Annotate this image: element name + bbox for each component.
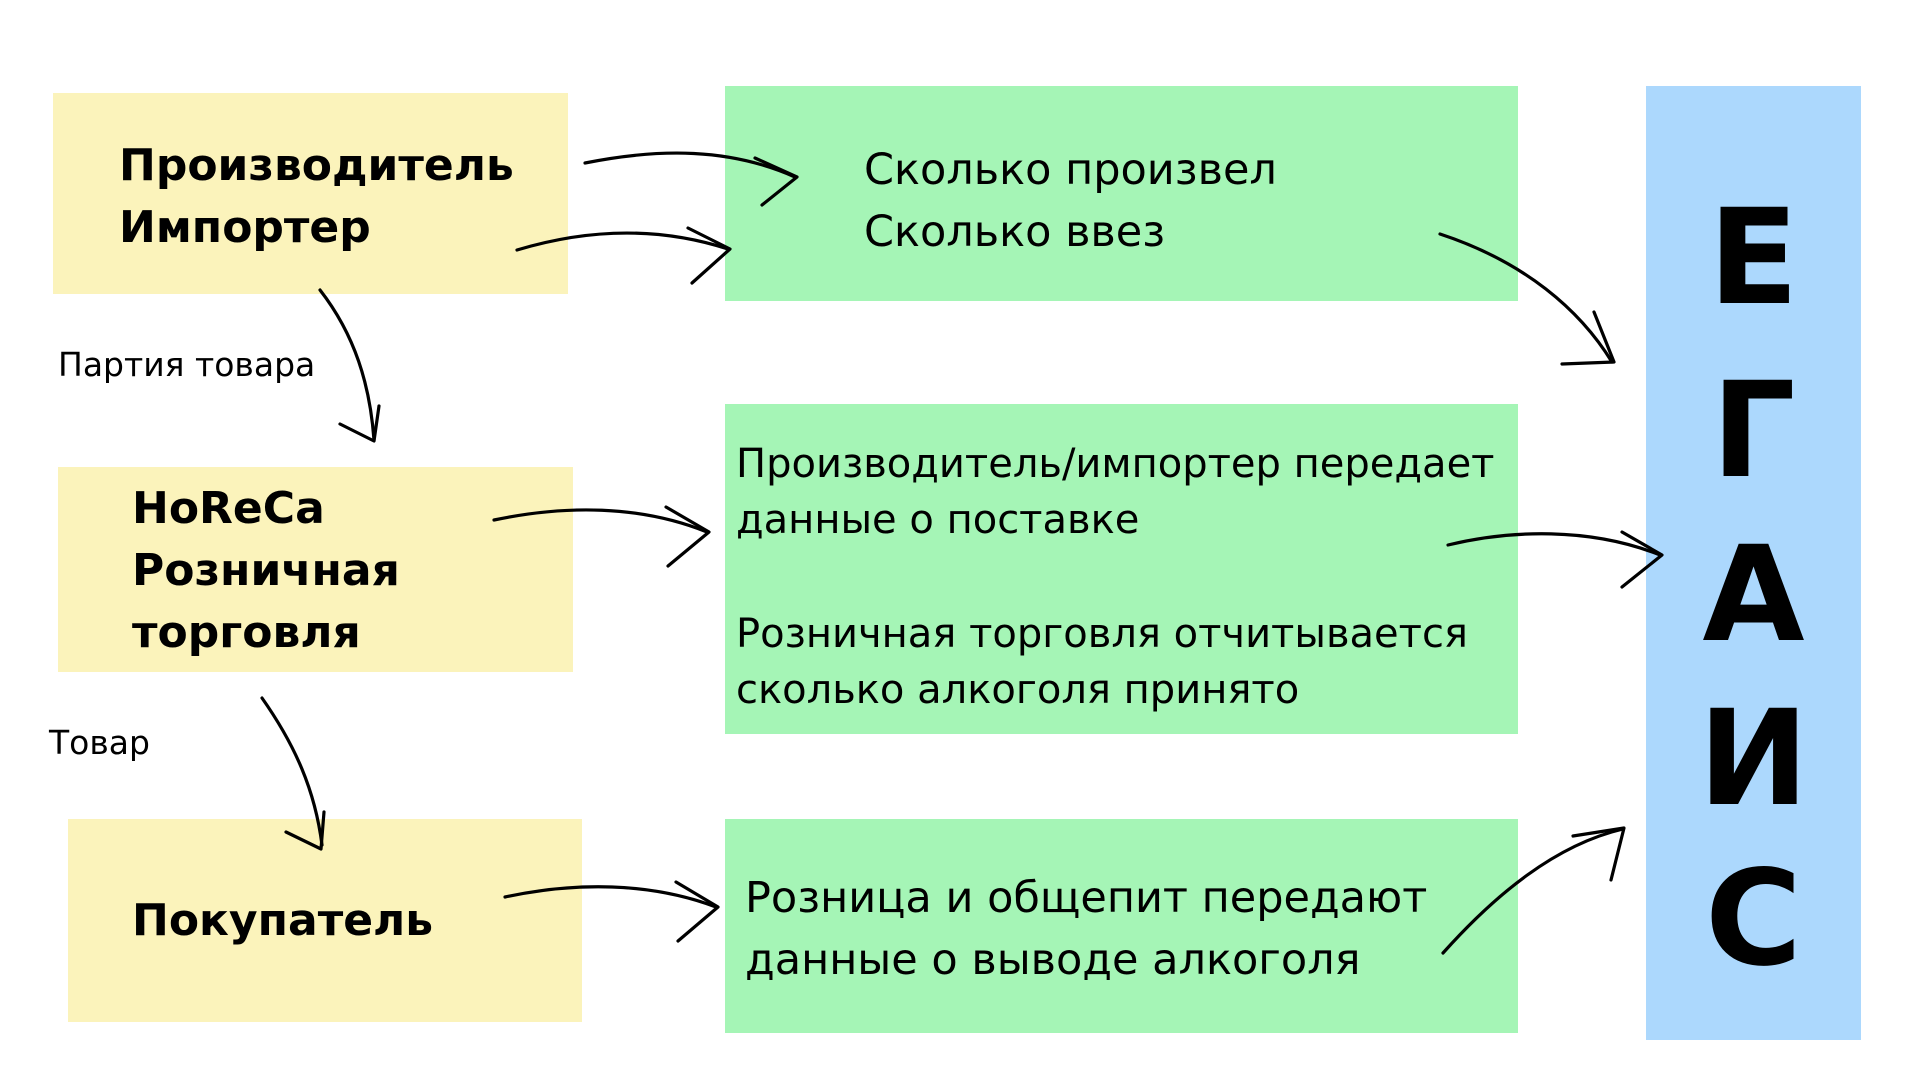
importer-label: Импортер <box>119 202 371 253</box>
arrow-withdrawal-to-egais <box>1441 827 1625 955</box>
arrow-production-to-egais <box>1438 232 1614 364</box>
arrowhead-supply-to-egais <box>1620 530 1664 589</box>
producer-importer-box: Производитель Импортер <box>53 93 568 294</box>
arrowhead-producer-to-horeca <box>338 404 381 443</box>
horeca-retail-box: HoReCa Розничная торговля <box>58 467 573 672</box>
egais-letter-3: А <box>1702 518 1805 672</box>
production-report-box: Сколько произвел Сколько ввез <box>725 86 1518 301</box>
withdrawal-text-line-1: Розница и общепит передают <box>745 873 1428 923</box>
supply-data-text-line-2: данные о поставке <box>736 497 1140 543</box>
withdrawal-report-box: Розница и общепит передают данные о выво… <box>725 819 1518 1033</box>
arrow-buyer-to-withdrawal <box>503 885 718 909</box>
arrow-horeca-to-supply <box>492 508 709 534</box>
arrowhead-producer-to-report-1 <box>753 156 799 207</box>
egais-letter-4: И <box>1698 682 1809 836</box>
producer-label: Производитель <box>119 140 514 191</box>
retail-report-text-line-2: сколько алкоголя принято <box>736 667 1300 713</box>
retail-label: Розничная <box>132 545 400 596</box>
supply-data-text-line-1: Производитель/импортер передает <box>736 441 1495 487</box>
horeca-label: HoReCa <box>132 483 325 534</box>
arrow-importer-to-report <box>515 231 730 252</box>
arrow-producer-to-report-1 <box>583 151 797 179</box>
buyer-label: Покупатель <box>132 895 434 946</box>
arrowhead-horeca-to-supply <box>664 505 711 568</box>
arrow-producer-to-horeca <box>318 288 376 442</box>
arrowhead-importer-to-report <box>686 226 732 285</box>
goods-flow-label: Товар <box>49 723 150 762</box>
egais-letter-5: С <box>1705 842 1802 996</box>
arrowhead-buyer-to-withdrawal <box>674 880 720 943</box>
arrow-horeca-to-buyer <box>260 696 324 847</box>
retail-report-text-line-1: Розничная торговля отчитывается <box>736 611 1468 657</box>
arrow-supply-to-egais <box>1446 532 1662 557</box>
egais-letter-1: Е <box>1708 181 1799 335</box>
arrowhead-horeca-to-buyer <box>284 810 326 851</box>
arrowhead-withdrawal-to-egais <box>1571 826 1626 882</box>
egais-letter-2: Г <box>1711 354 1796 508</box>
withdrawal-text-line-2: данные о выводе алкоголя <box>745 935 1361 985</box>
produced-amount-text: Сколько произвел <box>864 145 1277 195</box>
imported-amount-text: Сколько ввез <box>864 207 1166 257</box>
egais-system-box: Е Г А И С <box>1646 86 1861 1040</box>
supply-report-box: Производитель/импортер передает данные о… <box>725 404 1518 734</box>
buyer-box: Покупатель <box>68 819 582 1022</box>
batch-flow-label: Партия товара <box>58 345 316 384</box>
arrowhead-production-to-egais <box>1560 310 1616 366</box>
trade-label: торговля <box>132 607 361 658</box>
